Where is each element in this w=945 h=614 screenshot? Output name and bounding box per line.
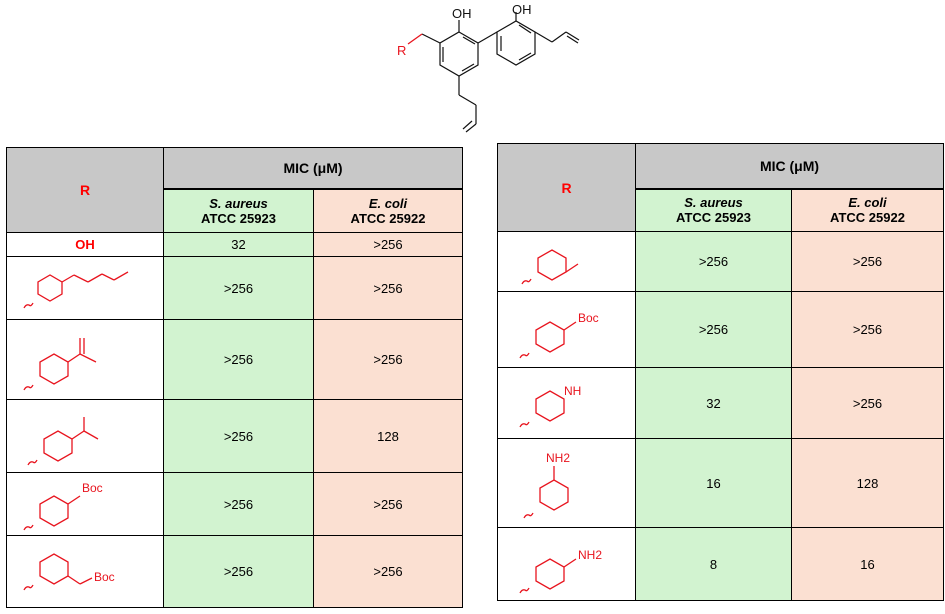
header-mic: MIC (μM) xyxy=(162,147,464,190)
mic-s-aureus: 16 xyxy=(635,438,792,528)
boc-label: Boc xyxy=(82,481,103,495)
methylpiperidine-structure xyxy=(520,249,578,285)
table-row: Boc >256 >256 xyxy=(6,535,464,608)
mic-table-left: R MIC (μM) S. aureus ATCC 25923 E. coli … xyxy=(6,147,464,608)
table-row: Boc >256 >256 xyxy=(497,291,945,368)
table-row: NH2 8 16 xyxy=(497,527,945,601)
nh-label: NH xyxy=(564,384,581,398)
mic-s-aureus: 8 xyxy=(635,527,792,601)
mic-e-coli: >256 xyxy=(790,291,945,368)
r-group-structure: Boc xyxy=(6,535,164,608)
header-s-aureus: S. aureus ATCC 25923 xyxy=(163,188,314,233)
header-s-aureus: S. aureus ATCC 25923 xyxy=(635,188,792,232)
table-row: NH 32 >256 xyxy=(497,367,945,439)
r-group-structure: Boc xyxy=(497,291,636,368)
r-group-structure: Boc xyxy=(6,472,164,536)
table-row: NH2 16 128 xyxy=(497,438,945,528)
table-row: >256 >256 xyxy=(6,256,464,320)
mic-e-coli: 128 xyxy=(790,438,945,528)
acetylpiperazine-structure xyxy=(23,338,97,391)
nh2-label: NH2 xyxy=(578,548,602,562)
header-e-coli: E. coli ATCC 25922 xyxy=(790,188,945,232)
mic-e-coli: >256 xyxy=(790,231,945,292)
mic-s-aureus: >256 xyxy=(163,256,314,320)
r-group-structure xyxy=(6,256,164,320)
mic-s-aureus: >256 xyxy=(163,472,314,536)
hydroxyl-right-label: OH xyxy=(512,2,532,17)
piperazine-structure: NH xyxy=(518,384,581,427)
mic-s-aureus: >256 xyxy=(163,319,314,400)
table-row: >256 128 xyxy=(6,399,464,473)
boc-label: Boc xyxy=(578,311,599,325)
aminopiperidine-4-structure: NH2 xyxy=(518,548,602,593)
mic-e-coli: 16 xyxy=(790,527,945,601)
mic-s-aureus: >256 xyxy=(163,535,314,608)
isopropylpiperazine-structure xyxy=(27,416,99,465)
scaffold-r-label: R xyxy=(397,43,406,58)
mic-s-aureus: 32 xyxy=(163,232,314,257)
mic-s-aureus: >256 xyxy=(163,399,314,473)
mic-e-coli: >256 xyxy=(312,319,464,400)
boc-aminopiperidine-4-structure: Boc xyxy=(518,311,599,359)
mic-s-aureus: >256 xyxy=(635,231,792,292)
hydroxyl-left-label: OH xyxy=(452,6,472,21)
table-row: >256 >256 xyxy=(497,231,945,292)
table-row: >256 >256 xyxy=(6,319,464,400)
r-group-structure: NH2 xyxy=(497,527,636,601)
mic-e-coli: >256 xyxy=(312,472,464,536)
mic-s-aureus: >256 xyxy=(635,291,792,368)
e-coli-strain: ATCC 25922 xyxy=(350,210,426,226)
mic-e-coli: >256 xyxy=(790,367,945,439)
boc-label: Boc xyxy=(94,570,115,584)
header-r: R xyxy=(497,143,636,232)
r-group-structure xyxy=(6,399,164,473)
mic-e-coli: 128 xyxy=(312,399,464,473)
mic-e-coli: >256 xyxy=(312,256,464,320)
s-aureus-species: S. aureus xyxy=(684,195,743,211)
mic-e-coli: >256 xyxy=(312,535,464,608)
mic-table-right: R MIC (μM) S. aureus ATCC 25923 E. coli … xyxy=(497,143,945,601)
table-row: Boc >256 >256 xyxy=(6,472,464,536)
header-r: R xyxy=(6,147,164,233)
e-coli-species: E. coli xyxy=(368,195,408,211)
s-aureus-strain: ATCC 25923 xyxy=(676,210,751,226)
s-aureus-species: S. aureus xyxy=(209,195,268,211)
header-mic: MIC (μM) xyxy=(634,143,945,190)
core-scaffold-structure: OH OH R xyxy=(397,2,580,133)
boc-aminopiperidine-structure: Boc xyxy=(23,553,115,591)
s-aureus-strain: ATCC 25923 xyxy=(201,210,276,226)
e-coli-strain: ATCC 25922 xyxy=(830,210,905,226)
boc-piperazine-structure: Boc xyxy=(23,481,103,530)
nh2-label: NH2 xyxy=(546,451,570,465)
r-group-structure: NH2 xyxy=(497,438,636,528)
e-coli-species: E. coli xyxy=(848,195,887,211)
header-e-coli: E. coli ATCC 25922 xyxy=(312,188,464,233)
aminopiperidine-3-structure: NH2 xyxy=(522,451,570,518)
table-row: OH 32 >256 xyxy=(6,232,464,257)
r-group-structure xyxy=(497,231,636,292)
mic-e-coli: >256 xyxy=(312,232,464,257)
mic-s-aureus: 32 xyxy=(635,367,792,439)
methoxyethylpiperazine-structure xyxy=(23,270,129,308)
r-group-structure xyxy=(6,319,164,400)
r-group-structure: NH xyxy=(497,367,636,439)
r-group-oh: OH xyxy=(6,232,164,257)
